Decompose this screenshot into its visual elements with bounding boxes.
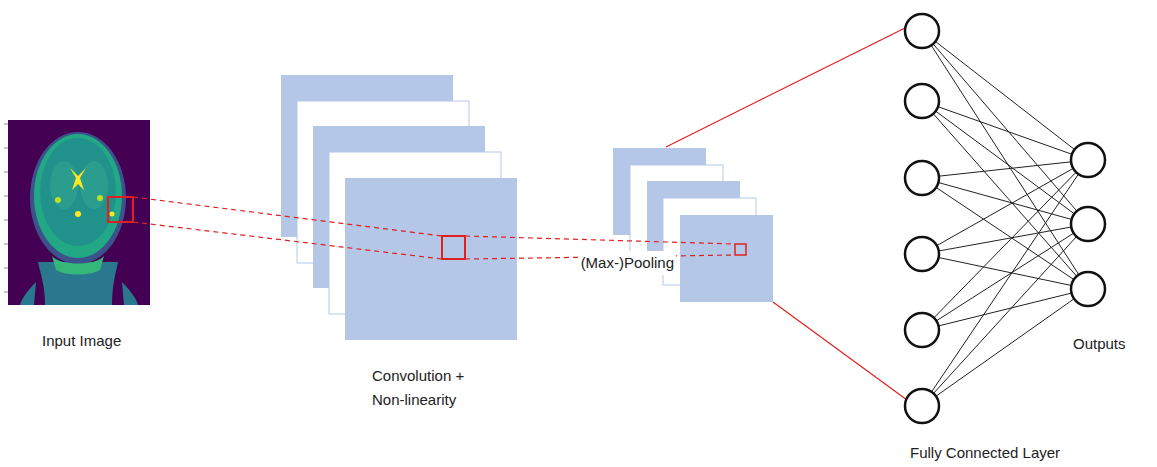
weight-line [939, 258, 1072, 286]
neuron [905, 313, 939, 347]
neuron [905, 84, 939, 118]
weight-line [935, 41, 1074, 149]
neuron [905, 237, 939, 271]
weight-line [938, 107, 1072, 155]
pooled-map-stack [613, 148, 773, 302]
weight-line [939, 293, 1072, 326]
fully-connected-network [905, 14, 1105, 423]
weight-line [933, 44, 1077, 211]
weight-line [937, 168, 1073, 245]
layer-label: (Max-)Pooling [579, 251, 676, 275]
feature-map-stack [281, 75, 517, 340]
receptive-field-lines [133, 197, 735, 259]
weight-line [936, 299, 1074, 396]
weight-line [932, 174, 1079, 392]
neuron [905, 389, 939, 423]
output-neuron [1071, 272, 1105, 306]
layer-label: Fully Connected Layer [910, 441, 1060, 465]
neuron [905, 161, 939, 195]
mri-image [4, 120, 150, 305]
weight-line [933, 114, 1076, 277]
weight-line [936, 233, 1073, 321]
weight-line [931, 45, 1079, 274]
output-neuron [1071, 207, 1105, 241]
flatten-lines [666, 27, 907, 400]
weight-line [939, 162, 1071, 176]
layer-label: Convolution + Non-linearity [372, 364, 490, 412]
weight-line [936, 187, 1074, 279]
input-label: Input Image [42, 329, 121, 353]
output-label: Outputs [1073, 332, 1126, 356]
weight-line [936, 111, 1075, 214]
neuron [905, 14, 939, 48]
output-neuron [1071, 143, 1105, 177]
weight-line [933, 237, 1076, 394]
